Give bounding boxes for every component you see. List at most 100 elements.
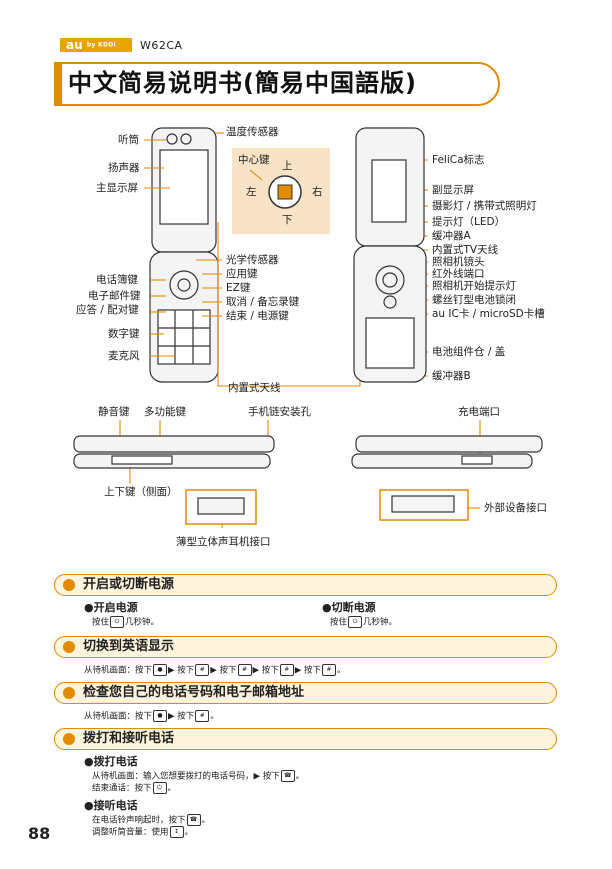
section-calls: 拨打和接听电话 bbox=[54, 728, 557, 750]
label-phonebook-key: 电话簿键 bbox=[96, 274, 138, 286]
label-app-key: 应用键 bbox=[226, 268, 258, 280]
english-text-e: ▶ 按下 bbox=[294, 665, 322, 676]
label-buffer-b: 缓冲器B bbox=[432, 370, 471, 382]
power-off-text-b: 几秒钟。 bbox=[363, 617, 398, 628]
label-camera-light: 摄影灯 / 携带式照明灯 bbox=[432, 200, 537, 212]
title-accent-bar bbox=[54, 62, 62, 106]
au-logo: au by KDDI bbox=[60, 38, 132, 52]
power-on-text-b: 几秒钟。 bbox=[125, 617, 160, 628]
profile-text-end: 。 bbox=[210, 711, 219, 722]
center-key-icon: ● bbox=[153, 664, 168, 676]
center-key-icon: ● bbox=[153, 710, 168, 722]
call-text-1-a: 从待机画面：输入您想要拨打的电话号码，▶ 按下 bbox=[92, 771, 280, 782]
answer-heading: ●接听电话 bbox=[84, 799, 138, 812]
section-profile: 检查您自己的电话号码和电子邮箱地址 bbox=[54, 682, 557, 704]
label-strap-hole: 手机链安装孔 bbox=[248, 406, 311, 418]
label-side-updown: 上下键（侧面） bbox=[104, 486, 178, 498]
answer-text-1: 在电话铃声响起时，按下☎。 bbox=[92, 814, 210, 827]
number-key-icon: # bbox=[279, 664, 294, 676]
section-title: 开启或切断电源 bbox=[83, 577, 175, 592]
label-earphone: 薄型立体声耳机接口 bbox=[176, 536, 271, 548]
back-phone-illustration bbox=[353, 127, 427, 383]
label-tv-antenna: 内置式TV天线 bbox=[432, 244, 499, 256]
answer-text-2: 调整听筒音量：使用↕。 bbox=[92, 826, 193, 839]
label-light-sensor: 光学传感器 bbox=[226, 254, 279, 266]
section-dot bbox=[63, 733, 75, 745]
label-right: 右 bbox=[312, 186, 323, 198]
end-key-icon: ⏻ bbox=[348, 616, 363, 628]
label-cancel-key: 取消 / 备忘录键 bbox=[226, 296, 300, 308]
section-dot bbox=[63, 579, 75, 591]
english-text-c: ▶ 按下 bbox=[210, 665, 237, 676]
power-on-heading: ●开启电源 bbox=[84, 601, 138, 614]
label-ext-port: 外部设备接口 bbox=[484, 502, 547, 514]
answer-text-2-a: 调整听筒音量：使用 bbox=[92, 827, 169, 838]
section-power: 开启或切断电源 bbox=[54, 574, 557, 596]
page-number: 88 bbox=[28, 824, 51, 843]
section-title: 拨打和接听电话 bbox=[83, 731, 175, 746]
title-frame bbox=[54, 62, 500, 106]
left-side-illustration bbox=[73, 435, 275, 525]
section-title: 检查您自己的电话号码和电子邮箱地址 bbox=[83, 685, 305, 700]
label-antenna: 内置式天线 bbox=[228, 382, 281, 394]
number-key-icon: # bbox=[195, 710, 210, 722]
page-title: 中文简易说明书(簡易中国語版) bbox=[68, 69, 417, 97]
section-dot bbox=[63, 641, 75, 653]
english-text-a: 从待机画面：按下 bbox=[84, 665, 153, 676]
label-center-key: 中心键 bbox=[238, 154, 270, 166]
label-main-display: 主显示屏 bbox=[96, 182, 138, 194]
power-off-heading: ●切断电源 bbox=[322, 601, 376, 614]
end-key-icon: ⏻ bbox=[152, 782, 167, 794]
call-text-1-end: 。 bbox=[295, 771, 305, 782]
call-text-1: 从待机画面：输入您想要拨打的电话号码，▶ 按下☎。 bbox=[92, 770, 304, 783]
power-on-text-a: 按住 bbox=[92, 617, 110, 628]
label-speaker: 扬声器 bbox=[108, 162, 140, 174]
label-microphone: 麦克风 bbox=[108, 350, 140, 362]
label-left: 左 bbox=[246, 186, 257, 198]
label-camera-lens: 照相机镜头 bbox=[432, 256, 485, 268]
label-felica: FeliCa标志 bbox=[432, 154, 485, 166]
label-battery-cover: 电池组件仓 / 盖 bbox=[432, 346, 506, 358]
call-key-icon: ☎ bbox=[186, 814, 201, 826]
right-side-illustration bbox=[351, 435, 543, 521]
brand-text: au bbox=[66, 38, 83, 52]
english-text-b: ▶ 按下 bbox=[168, 665, 195, 676]
call-text-2-end: 。 bbox=[167, 783, 177, 794]
end-key-icon: ⏻ bbox=[110, 616, 125, 628]
label-multi-key: 多功能键 bbox=[144, 406, 186, 418]
volume-key-icon: ↕ bbox=[169, 826, 184, 838]
english-text-d: ▶ 按下 bbox=[252, 665, 279, 676]
front-phone-illustration bbox=[149, 127, 219, 383]
power-on-text: 按住⏻几秒钟。 bbox=[92, 616, 159, 629]
label-mute-key: 静音键 bbox=[98, 406, 130, 418]
call-heading: ●拨打电话 bbox=[84, 755, 138, 768]
section-title: 切换到英语显示 bbox=[83, 639, 175, 654]
brand-sub: by KDDI bbox=[86, 41, 117, 49]
section-english: 切换到英语显示 bbox=[54, 636, 557, 658]
power-off-text: 按住⏻几秒钟。 bbox=[330, 616, 397, 629]
label-answer-key: 应答 / 配对键 bbox=[76, 304, 139, 316]
label-up: 上 bbox=[282, 160, 293, 172]
label-earpiece: 听筒 bbox=[118, 134, 139, 146]
label-mail-key: 电子邮件键 bbox=[88, 290, 141, 302]
number-key-icon: # bbox=[322, 664, 337, 676]
label-screw-lock: 螺丝钉型电池锁闭 bbox=[432, 294, 516, 306]
label-number-keys: 数字键 bbox=[108, 328, 140, 340]
number-key-icon: # bbox=[237, 664, 252, 676]
model-name: W62CA bbox=[140, 39, 183, 52]
profile-steps: 从待机画面：按下●▶ 按下#。 bbox=[84, 710, 219, 723]
call-key-icon: ☎ bbox=[280, 770, 295, 782]
profile-text-a: 从待机画面：按下 bbox=[84, 711, 153, 722]
label-camera-start: 照相机开始提示灯 bbox=[432, 280, 516, 292]
english-steps: 从待机画面：按下●▶ 按下#▶ 按下#▶ 按下#▶ 按下#。 bbox=[84, 664, 346, 677]
label-temp-sensor: 温度传感器 bbox=[226, 126, 279, 138]
power-off-text-a: 按住 bbox=[330, 617, 348, 628]
label-indicator: 提示灯（LED） bbox=[432, 216, 506, 228]
label-buffer-a: 缓冲器A bbox=[432, 230, 471, 242]
answer-text-1-a: 在电话铃声响起时，按下 bbox=[92, 815, 186, 826]
answer-text-1-end: 。 bbox=[201, 815, 211, 826]
number-key-icon: # bbox=[195, 664, 210, 676]
call-text-2: 结束通话：按下⏻。 bbox=[92, 782, 176, 795]
call-text-2-a: 结束通话：按下 bbox=[92, 783, 152, 794]
